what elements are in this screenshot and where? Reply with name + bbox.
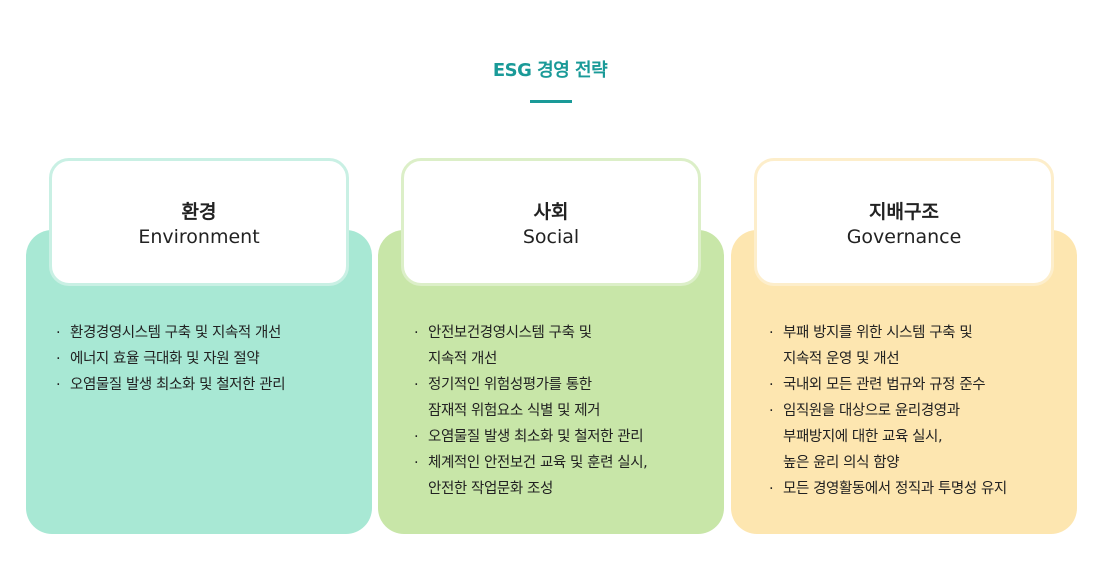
list-item: · 오염물질 발생 최소화 및 철저한 관리 xyxy=(414,424,647,450)
list-item-text: 오염물질 발생 최소화 및 철저한 관리 xyxy=(428,429,644,445)
list-item-text: 정기적인 위험성평가를 통한 잠재적 위험요소 식별 및 제거 xyxy=(428,377,601,419)
card-item-list: · 안전보건경영시스템 구축 및 지속적 개선 · 정기적인 위험성평가를 통한 잠… xyxy=(414,320,648,502)
bullet-icon: · xyxy=(56,351,61,367)
card-title-english: Social xyxy=(522,226,580,248)
card-header: 환경 Environment xyxy=(49,158,349,286)
list-item: · 오염물질 발생 최소화 및 철저한 관리 xyxy=(56,372,286,398)
page-title: ESG 경영 전략 xyxy=(492,60,608,81)
card-item-list: · 환경경영시스템 구축 및 지속적 개선 · 에너지 효율 극대화 및 자원 절약… xyxy=(56,320,286,398)
list-item: · 임직원을 대상으로 윤리경영과 부패방지에 대한 교육 실시, 높은 윤리 의… xyxy=(769,398,1007,476)
card-governance: 지배구조 Governance · 부패 방지를 위한 시스템 구축 및 지속적 … xyxy=(731,158,1077,534)
bullet-icon: · xyxy=(769,403,774,419)
list-item-text: 체계적인 안전보건 교육 및 훈련 실시, 안전한 작업문화 조성 xyxy=(428,455,648,497)
card-title-english: Environment xyxy=(138,226,260,248)
list-item-text: 모든 경영활동에서 정직과 투명성 유지 xyxy=(783,481,1007,497)
list-item: · 부패 방지를 위한 시스템 구축 및 지속적 운영 및 개선 xyxy=(769,320,1007,372)
bullet-icon: · xyxy=(56,325,61,341)
list-item: · 안전보건경영시스템 구축 및 지속적 개선 xyxy=(414,320,647,372)
list-item: · 정기적인 위험성평가를 통한 잠재적 위험요소 식별 및 제거 xyxy=(414,372,647,424)
list-item: · 환경경영시스템 구축 및 지속적 개선 xyxy=(56,320,285,346)
bullet-icon: · xyxy=(414,377,419,393)
list-item: · 모든 경영활동에서 정직과 투명성 유지 xyxy=(769,476,1007,502)
bullet-icon: · xyxy=(414,429,419,445)
list-item: · 국내외 모든 관련 법규와 규정 준수 xyxy=(769,372,1007,398)
list-item-text: 안전보건경영시스템 구축 및 지속적 개선 xyxy=(428,325,592,367)
list-item-text: 환경경영시스템 구축 및 지속적 개선 xyxy=(70,325,281,341)
list-item-text: 임직원을 대상으로 윤리경영과 부패방지에 대한 교육 실시, 높은 윤리 의식… xyxy=(783,403,960,471)
bullet-icon: · xyxy=(769,377,774,393)
title-underline xyxy=(530,100,572,103)
bullet-icon: · xyxy=(56,377,61,393)
card-header: 사회 Social xyxy=(401,158,701,286)
card-title-korean: 환경 xyxy=(181,201,217,223)
card-title-english: Governance xyxy=(846,226,962,248)
card-title-korean: 사회 xyxy=(533,201,569,223)
list-item-text: 국내외 모든 관련 법규와 규정 준수 xyxy=(783,377,986,393)
list-item: · 체계적인 안전보건 교육 및 훈련 실시, 안전한 작업문화 조성 xyxy=(414,450,648,502)
bullet-icon: · xyxy=(769,481,774,497)
list-item-text: 에너지 효율 극대화 및 자원 절약 xyxy=(70,351,260,367)
card-environment: 환경 Environment · 환경경영시스템 구축 및 지속적 개선 · 에너지… xyxy=(26,158,372,534)
card-item-list: · 부패 방지를 위한 시스템 구축 및 지속적 운영 및 개선 · 국내외 모든 … xyxy=(769,320,1007,502)
card-title-korean: 지배구조 xyxy=(869,201,939,223)
bullet-icon: · xyxy=(414,455,419,471)
bullet-icon: · xyxy=(769,325,774,341)
list-item-text: 오염물질 발생 최소화 및 철저한 관리 xyxy=(70,377,286,393)
list-item-text: 부패 방지를 위한 시스템 구축 및 지속적 운영 및 개선 xyxy=(783,325,973,367)
list-item: · 에너지 효율 극대화 및 자원 절약 xyxy=(56,346,285,372)
bullet-icon: · xyxy=(414,325,419,341)
card-social: 사회 Social · 안전보건경영시스템 구축 및 지속적 개선 · 정기적인 위… xyxy=(378,158,724,534)
card-header: 지배구조 Governance xyxy=(754,158,1054,286)
